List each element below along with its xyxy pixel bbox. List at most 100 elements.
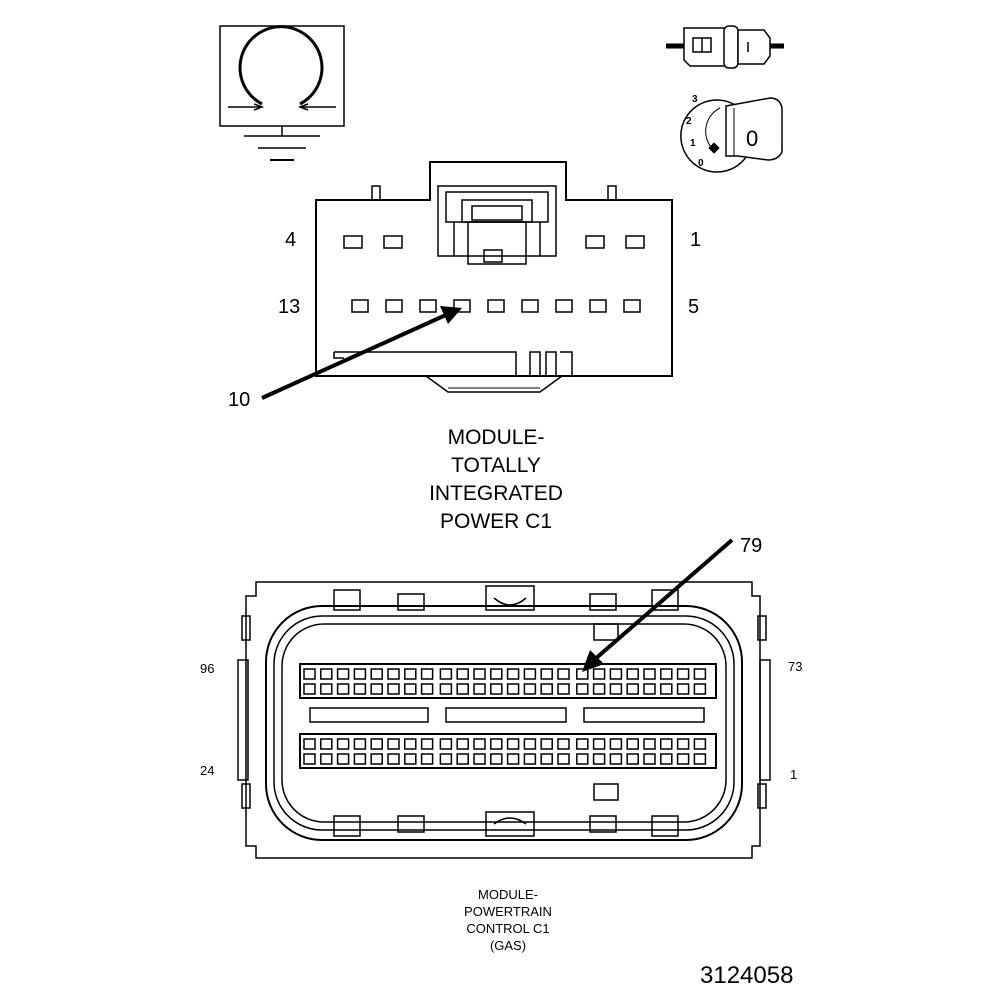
tipm-pin-cavity [521,299,539,313]
pcm-pin-cavity [693,683,707,695]
pcm-callout-label: 79 [740,535,762,557]
pcm-pin-cavity [523,753,537,765]
pcm-pin-cavity [626,668,639,680]
pcm-pin-cavity [660,738,673,750]
pcm-pin-cavity [353,683,367,695]
pcm-pin-cavity [439,753,453,765]
pcm-pin-cavity [693,668,707,680]
pcm-pin-cavity [456,683,469,695]
pcm-pin-cavity [387,753,400,765]
pcm-pin-cavity [660,753,673,765]
ground-symbol-icon [219,25,345,161]
tipm-pin-label-4: 4 [285,229,296,251]
pcm-pin-cavity [609,683,623,695]
pcm-pin-cavity [473,738,486,750]
pcm-pin-cavity [643,683,656,695]
pcm-pin-cavity [353,753,367,765]
pcm-pin-cavity [540,668,553,680]
pcm-caption-line: (GAS) [489,938,527,953]
pcm-pin-cavity [320,753,333,765]
tipm-pin-cavity [623,299,641,313]
pcm-connector [237,581,771,859]
pcm-pin-cavity [609,753,623,765]
pcm-pin-cavity [626,753,639,765]
pcm-pin-cavity [320,683,333,695]
tipm-pin-cavity [585,235,605,249]
pcm-caption-line: CONTROL C1 [466,921,550,936]
pcm-pin-label-96: 96 [200,661,214,676]
pcm-pin-cavity [576,668,589,680]
pcm-pin-cavity [626,738,639,750]
tipm-pin-cavity [555,299,573,313]
pcm-pin-cavity [336,683,350,695]
pcm-pin-cavity [609,738,623,750]
pcm-pin-cavity [676,753,690,765]
tipm-pin-cavity [343,235,363,249]
pcm-pin-cavity [420,683,434,695]
pcm-pin-cavity [676,738,690,750]
tipm-caption-line: MODULE- [447,426,545,449]
pcm-pin-cavity [506,738,520,750]
pcm-pin-cavity [660,683,673,695]
pcm-pin-cavity [353,738,367,750]
tipm-pin-label-5: 5 [688,296,699,318]
pcm-pin-cavity [576,753,589,765]
tipm-pin-cavity [419,299,437,313]
tipm-callout-arrow [261,306,462,400]
tipm-pin-label-1: 1 [690,229,701,251]
pcm-pin-cavity [404,753,417,765]
pcm-pin-cavity [303,753,316,765]
pcm-pin-cavity [490,753,503,765]
pcm-pin-cavity [404,683,417,695]
pcm-pin-cavity [473,668,486,680]
tipm-caption-line: TOTALLY [451,454,541,477]
pcm-pin-cavity [643,753,656,765]
pcm-pin-cavity [506,683,520,695]
pcm-pin-cavity [404,668,417,680]
pcm-pin-cavity [693,738,707,750]
ignition-key-label: 0 [746,126,758,151]
pcm-pin-cavity [420,668,434,680]
tipm-pin-cavity [487,299,505,313]
figure-number: 3124058 [700,962,794,989]
pcm-pin-cavity [320,668,333,680]
pcm-pin-cavity [592,668,606,680]
tipm-connector [315,161,673,393]
pcm-pin-cavity [370,668,383,680]
pcm-pin-cavity [387,738,400,750]
pcm-pin-cavity [303,738,316,750]
pcm-pin-cavity [370,683,383,695]
pcm-pin-cavity [676,683,690,695]
tipm-pin-cavity [589,299,607,313]
pcm-pin-cavity [592,753,606,765]
pcm-pin-cavity [456,738,469,750]
wire-connector-icon [666,25,784,69]
pcm-pin-cavity [626,683,639,695]
pcm-pin-cavity [676,668,690,680]
pcm-pin-cavity [557,753,570,765]
pcm-pin-cavity [557,683,570,695]
tipm-pin-cavity [383,235,403,249]
ignition-switch-icon: 3 2 1 0 0 [680,94,783,173]
pcm-pin-cavity [420,738,434,750]
pcm-pin-cavity [592,738,606,750]
pcm-pin-cavity [320,738,333,750]
pcm-pin-cavity [490,668,503,680]
pcm-pin-cavity [506,668,520,680]
pcm-pin-cavity [643,668,656,680]
pcm-pin-cavity [439,668,453,680]
pcm-pin-cavities [303,668,707,765]
pcm-pin-cavity [303,683,316,695]
tipm-pin-cavities [343,235,645,313]
pcm-pin-cavity [557,738,570,750]
pcm-pin-cavity [456,668,469,680]
tipm-pin-cavity [625,235,645,249]
pcm-pin-cavity [490,683,503,695]
tipm-pin-label-13: 13 [278,296,300,318]
pcm-pin-cavity [540,753,553,765]
pcm-pin-cavity [456,753,469,765]
ignition-position-1: 1 [690,138,696,149]
tipm-caption-line: POWER C1 [439,510,552,533]
pcm-pin-cavity [473,753,486,765]
